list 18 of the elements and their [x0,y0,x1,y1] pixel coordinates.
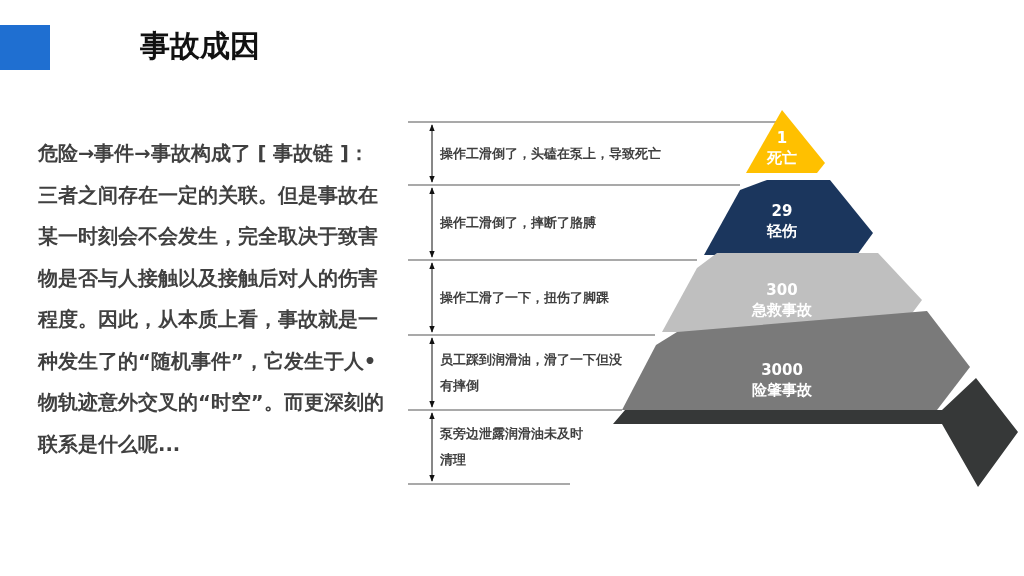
layer-label: 急救事故 [752,300,812,320]
description-text: 操作工滑倒了，摔断了胳膊 [440,213,597,232]
count-number: 3000 [761,360,803,380]
count-number: 1 [776,128,788,148]
description-text: 泵旁边泄露润滑油未及时清理 [440,425,584,469]
body-paragraph: 危险→事件→事故构成了 [ 事故链 ]：三者之间存在一定的关联。但是事故在某一时刻会不会发生，完全取决于致害物是否与人接触以及接触后对人的伤害程度。因此，从本质上看，事故就是一种发生了的“随机事件”，它发生于人•物轨迹意外交叉的“时空”。而更深刻的联系是什么呢... [38,141,385,458]
layer-label: 死亡 [767,148,797,168]
pyramid-layer [704,180,873,255]
layer-label: 险肇事故 [752,380,812,400]
pyramid-layer [746,110,825,173]
description-text: 操作工滑倒了，头磕在泵上，导致死亡 [440,144,662,163]
layer-label: 轻伤 [767,221,797,241]
count-number: 29 [771,201,793,221]
count-number: 300 [766,280,798,300]
page-title: 事故成因 [140,27,260,65]
description-text: 员工踩到润滑油，滑了一下但没有摔倒 [440,350,623,395]
description-text: 操作工滑了一下，扭伤了脚踝 [440,288,610,307]
pyramid-base [613,378,1018,487]
